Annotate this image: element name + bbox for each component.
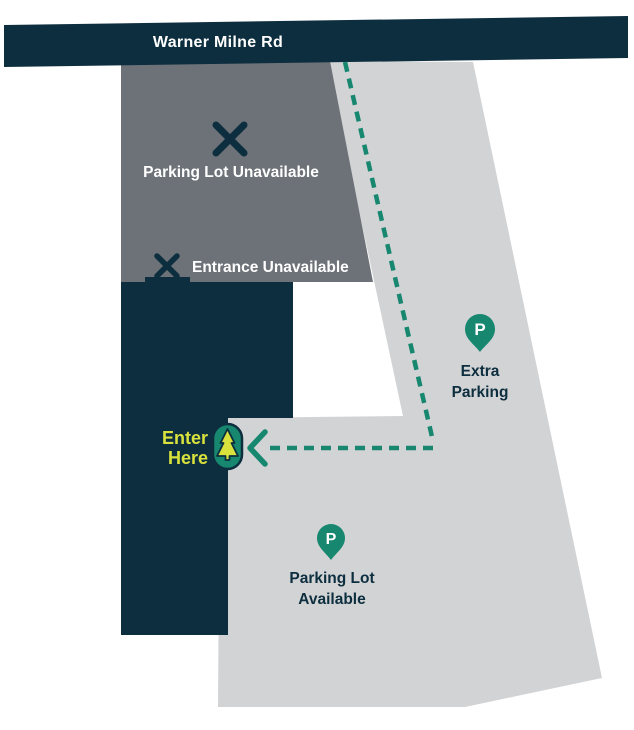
available-parking-area [218, 61, 602, 707]
unavailable-lot-label: Parking Lot Unavailable [143, 164, 319, 181]
tree-icon [216, 428, 239, 461]
enter-here-label-line1: Enter [162, 428, 208, 448]
available-lot-label-line1: Parking Lot [289, 570, 374, 587]
enter-here-marker [211, 422, 244, 471]
arrow-left-icon [247, 429, 268, 467]
route-path-vertical [342, 61, 436, 442]
available-lot-pin-icon: P [317, 524, 345, 560]
road-warner-milne [4, 16, 628, 67]
entrance-unavailable-label: Entrance Unavailable [192, 259, 349, 276]
x-icon-entrance-unavailable [154, 253, 180, 279]
available-lot-label-line2: Available [298, 591, 366, 608]
enter-here-label-line2: Here [168, 448, 208, 468]
extra-parking-label-line2: Parking [452, 384, 509, 401]
extra-parking-pin-letter: P [474, 320, 485, 339]
x-icon-lot-unavailable [212, 121, 248, 157]
building-area [121, 277, 293, 635]
unavailable-parking-area [121, 61, 373, 282]
road-label: Warner Milne Rd [153, 34, 283, 51]
available-lot-pin-letter: P [326, 531, 337, 548]
extra-parking-label-line1: Extra [461, 363, 500, 380]
extra-parking-pin-icon: P [464, 313, 496, 352]
